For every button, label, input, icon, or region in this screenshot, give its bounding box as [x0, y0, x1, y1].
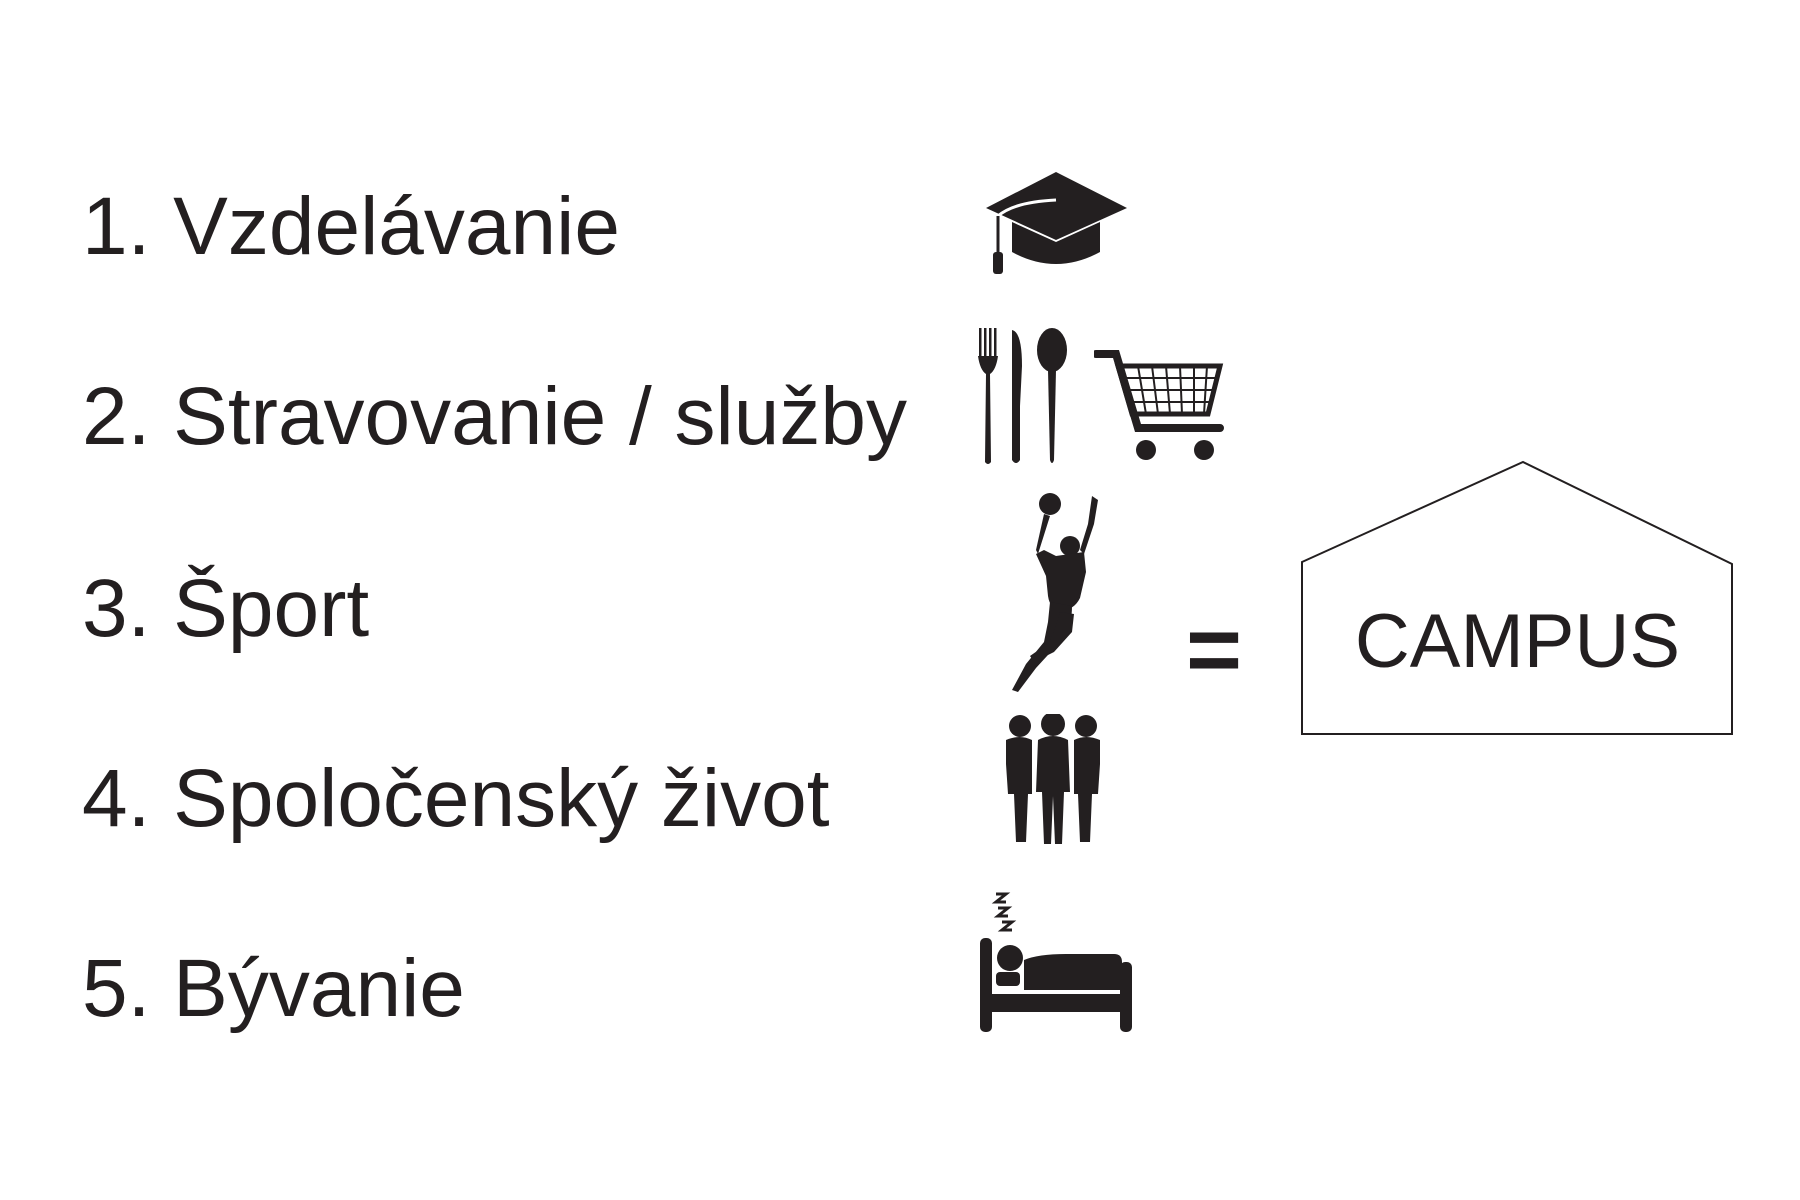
- item-label-housing: 5. Bývanie: [82, 943, 465, 1034]
- shopping-cart-icon: [1094, 348, 1230, 464]
- item-label-education: 1. Vzdelávanie: [82, 181, 620, 272]
- sleeping-bed-icon: [978, 890, 1134, 1034]
- item-label-sport: 3. Šport: [82, 563, 370, 654]
- item-label-dining-services: 2. Stravovanie / služby: [82, 371, 907, 462]
- basketball-player-icon: [1000, 492, 1106, 698]
- cutlery-icon: [974, 326, 1074, 466]
- people-group-icon: [1004, 714, 1102, 846]
- campus-label: CAMPUS: [1354, 599, 1681, 684]
- equals-sign: =: [1186, 596, 1243, 703]
- graduation-cap-icon: [984, 170, 1129, 276]
- item-label-social-life: 4. Spoločenský život: [82, 753, 830, 844]
- campus-house: CAMPUS: [1300, 460, 1735, 736]
- house-outline-icon: [1301, 460, 1733, 735]
